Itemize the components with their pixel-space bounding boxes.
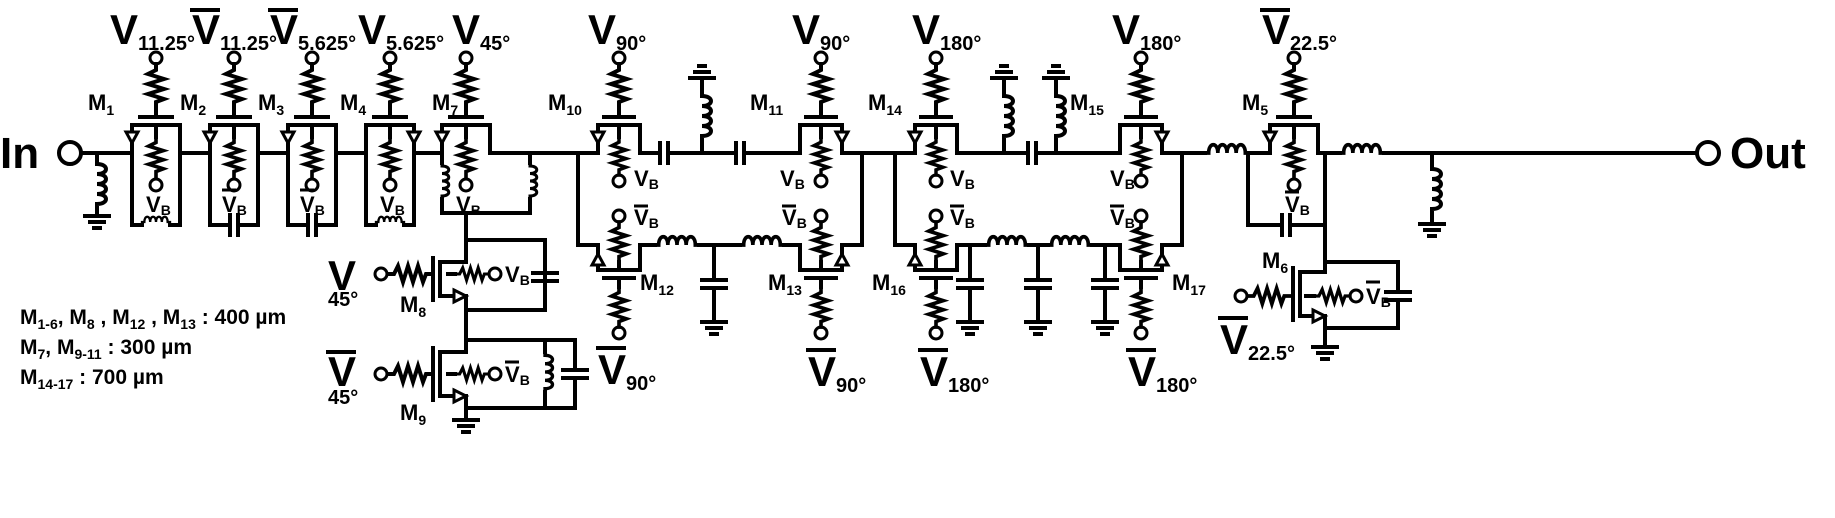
svg-text:M7: M7 <box>432 90 458 118</box>
control-labels-bottom: V90° V90° V180° V180° V22.5° V 45° V 45° <box>326 252 1295 409</box>
svg-text:VB: VB <box>380 192 405 218</box>
svg-text:VB: VB <box>505 362 530 388</box>
transistor-labels: M1 M2 M3 M4 M7 M10 M11 M14 M15 M5 M8 M9 … <box>88 90 1288 428</box>
svg-text:M4: M4 <box>340 90 366 118</box>
svg-text:VB: VB <box>505 262 530 288</box>
svg-text:VB: VB <box>300 192 325 218</box>
svg-text:VB: VB <box>1110 205 1135 231</box>
stage-m2 <box>201 50 260 237</box>
svg-text:V: V <box>328 252 356 299</box>
svg-text:M2: M2 <box>180 90 206 118</box>
svg-text:V11.25°: V11.25° <box>110 6 195 55</box>
svg-text:V5.625°: V5.625° <box>270 6 356 55</box>
svg-text:VB: VB <box>456 192 481 218</box>
ground-icon <box>1418 222 1446 238</box>
svg-text:M9: M9 <box>400 400 426 428</box>
ground-icon <box>83 214 111 230</box>
svg-text:VB: VB <box>222 192 247 218</box>
svg-text:M12: M12 <box>640 270 674 298</box>
control-labels-top: V11.25° V11.25° V5.625° V5.625° V45° V90… <box>110 6 1337 55</box>
svg-text:V22.5°: V22.5° <box>1220 316 1295 365</box>
output-terminal <box>1695 140 1721 166</box>
svg-text:M8: M8 <box>400 292 426 320</box>
svg-text:M13: M13 <box>768 270 802 298</box>
device-size-notes: M1-6, M8 , M12 , M13 : 400 µm M7, M9-11 … <box>20 306 286 392</box>
svg-text:V11.25°: V11.25° <box>192 6 277 55</box>
svg-text:V5.625°: V5.625° <box>358 6 444 55</box>
svg-text:V: V <box>328 348 356 395</box>
svg-text:V180°: V180° <box>1112 6 1181 55</box>
svg-text:45°: 45° <box>328 289 358 311</box>
svg-text:M3: M3 <box>258 90 284 118</box>
svg-text:VB: VB <box>782 205 807 231</box>
svg-text:VB: VB <box>1110 166 1135 192</box>
ground-icon <box>956 320 984 336</box>
ground-icon <box>990 64 1018 80</box>
ground-icon <box>452 418 480 434</box>
svg-text:M5: M5 <box>1242 90 1268 118</box>
shunt-inductor-input <box>95 158 108 210</box>
svg-text:V180°: V180° <box>1128 348 1197 397</box>
svg-text:M14: M14 <box>868 90 902 118</box>
svg-text:M15: M15 <box>1070 90 1104 118</box>
svg-text:V90°: V90° <box>792 6 850 55</box>
output-port-label: Out <box>1730 129 1806 178</box>
stage-m1 <box>123 50 182 227</box>
svg-text:M6: M6 <box>1262 248 1288 276</box>
svg-text:VB: VB <box>634 205 659 231</box>
svg-text:VB: VB <box>634 166 659 192</box>
stage-180deg <box>893 50 1184 341</box>
svg-text:VB: VB <box>1285 192 1310 218</box>
stage-m4 <box>364 50 423 227</box>
input-terminal <box>57 140 83 166</box>
svg-text:V90°: V90° <box>808 348 866 397</box>
ground-icon <box>1311 345 1339 361</box>
ground-icon <box>700 320 728 336</box>
ground-icon <box>688 64 716 80</box>
svg-text:M11: M11 <box>750 90 783 118</box>
input-port-label: In <box>0 129 39 178</box>
svg-text:V22.5°: V22.5° <box>1262 6 1337 55</box>
svg-text:M7, M9-11 : 300 µm: M7, M9-11 : 300 µm <box>20 336 192 362</box>
svg-text:45°: 45° <box>328 387 358 409</box>
svg-text:V180°: V180° <box>920 348 989 397</box>
ground-icon <box>1024 320 1052 336</box>
svg-text:VB: VB <box>780 166 805 192</box>
ground-icon <box>1042 64 1070 80</box>
svg-text:V180°: V180° <box>912 6 981 55</box>
svg-text:M17: M17 <box>1172 270 1206 298</box>
svg-text:M10: M10 <box>548 90 582 118</box>
svg-text:VB: VB <box>950 205 975 231</box>
bias-labels: VB VB VB VB VB VB VB VB VB VB VB VB VB V… <box>146 166 1391 388</box>
svg-text:VB: VB <box>950 166 975 192</box>
svg-text:VB: VB <box>1366 284 1391 310</box>
svg-text:V45°: V45° <box>452 6 510 55</box>
svg-text:M1-6, M8 , M12 , M13 : 400 µm: M1-6, M8 , M12 , M13 : 400 µm <box>20 306 286 332</box>
svg-text:V90°: V90° <box>598 346 656 395</box>
stage-m5 <box>1233 50 1699 361</box>
svg-text:VB: VB <box>146 192 171 218</box>
svg-text:M14-17 : 700 µm: M14-17 : 700 µm <box>20 366 164 392</box>
ground-icon <box>1091 320 1119 336</box>
svg-text:M1: M1 <box>88 90 114 118</box>
svg-text:V90°: V90° <box>588 6 646 55</box>
stage-90deg <box>576 50 864 341</box>
svg-text:M16: M16 <box>872 270 906 298</box>
